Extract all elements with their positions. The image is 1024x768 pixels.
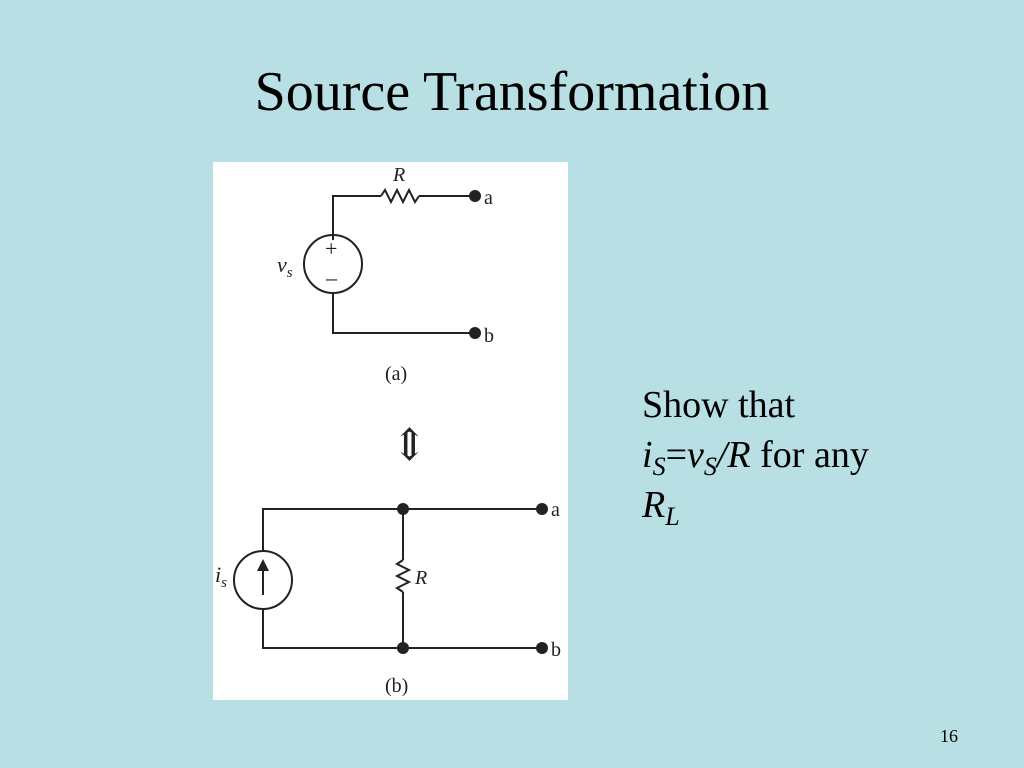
source-plus-sign: + [325,236,337,261]
terminal-a-label: a [484,187,493,209]
junction-bottom [397,642,409,654]
terminal-a-node-b [536,503,548,515]
statement-line-2: iS=vS/R for any [642,430,869,480]
terminal-b-label: b [484,325,494,347]
circuit-diagram: R + – vs a b (a) ⇕ R is a b (b) [215,164,561,697]
load-resistor-symbol: R [642,484,666,526]
current-source-circle [233,550,293,610]
terminal-b-node-b [536,642,548,654]
terminal-b-node [469,327,481,339]
terminal-b-label-b: b [551,639,561,661]
resistor-b-zigzag [394,559,412,593]
resistor-b-label: R [414,567,427,589]
resistor-a-zigzag [380,187,420,205]
resistor-a-label: R [392,164,405,186]
voltage-symbol: v [687,434,704,476]
slide-title: Source Transformation [254,61,770,123]
wire-b-top [262,508,542,551]
current-symbol: i [642,434,653,476]
voltage-subscript: S [703,452,717,481]
slide-number: 16 [940,726,958,746]
current-source-label-sub: s [221,575,227,591]
wire-b-bottom [262,609,542,649]
terminal-a-node [469,190,481,202]
divide-r: /R [716,434,751,476]
current-source-label-main: i [215,562,221,587]
current-source-label: is [215,562,227,591]
source-minus-sign: – [325,265,338,290]
statement-rest: for any [750,434,869,476]
voltage-source-label-sub: s [287,265,293,281]
statement-line-3: RL [642,480,869,530]
equals-sign: = [665,434,687,476]
circuit-b [233,508,542,649]
circuit-figure: R + – vs a b (a) ⇕ R is a b (b) [213,162,568,700]
double-arrow-icon: ⇕ [391,421,428,470]
current-arrow-head [257,559,269,571]
caption-a: (a) [385,363,407,385]
terminal-a-label-b: a [551,499,560,521]
caption-b: (b) [385,675,408,697]
statement-text: Show that iS=vS/R for any RL [642,380,869,530]
voltage-source-label-main: v [277,252,287,277]
wire-a-top [332,195,381,240]
statement-line-1: Show that [642,384,796,426]
load-resistor-subscript: L [665,502,680,531]
current-subscript: S [652,452,666,481]
circuit-a [303,187,472,334]
junction-top [397,503,409,515]
wire-a-bottom [332,293,472,334]
voltage-source-label: vs [277,252,293,281]
